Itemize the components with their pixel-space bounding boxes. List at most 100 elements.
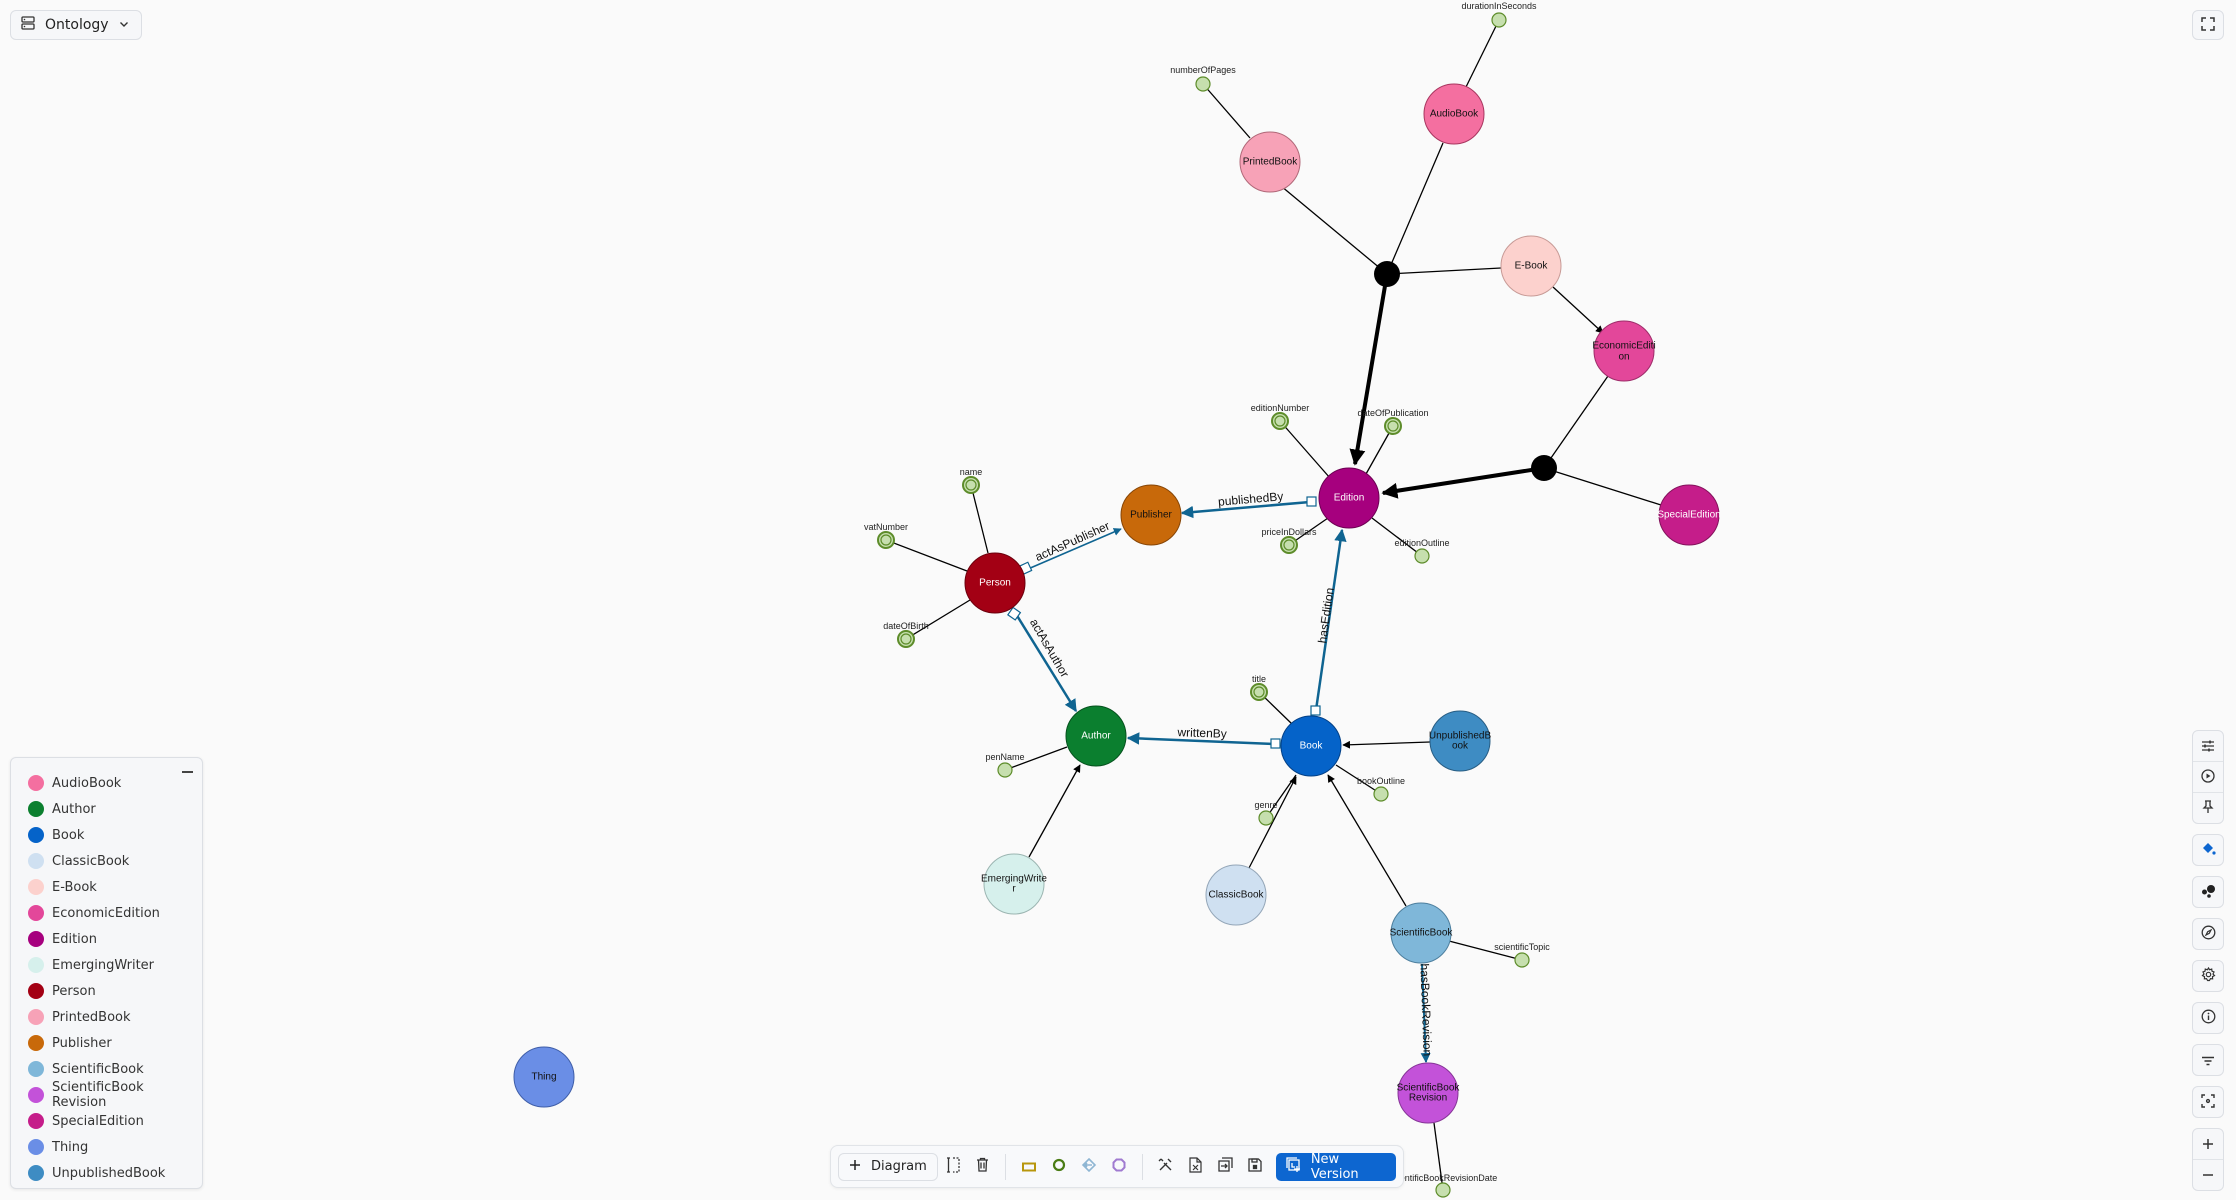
class-node-ebook[interactable]: E-Book <box>1500 235 1562 297</box>
edge-label-hasBookRevision[interactable]: hasBookRevision <box>1417 963 1434 1056</box>
play-simulation-button[interactable] <box>2193 761 2223 792</box>
legend-item[interactable]: ScientificBook <box>28 1056 202 1082</box>
class-node-classicbook[interactable]: ClassicBook <box>1205 864 1267 926</box>
select-region-button[interactable] <box>938 1152 968 1182</box>
legend-item[interactable]: Author <box>28 796 202 822</box>
legend-item[interactable]: ClassicBook <box>28 848 202 874</box>
database-icon <box>21 16 35 34</box>
legend-item[interactable]: SpecialEdition <box>28 1108 202 1134</box>
attribute-node-vatNumber[interactable] <box>877 531 895 549</box>
clusters-button[interactable] <box>2193 877 2223 907</box>
legend-item[interactable]: Thing <box>28 1134 202 1160</box>
attribute-node-title[interactable] <box>1250 683 1268 701</box>
class-node-specialedition[interactable]: SpecialEdition <box>1657 484 1721 546</box>
info-button[interactable] <box>2193 1003 2223 1033</box>
add-relation-button[interactable] <box>1074 1152 1104 1182</box>
attribute-node-scientificBookRevisionDate[interactable] <box>1435 1182 1451 1198</box>
attribute-label: numberOfPages <box>1170 65 1236 75</box>
class-node-publisher[interactable]: Publisher <box>1120 484 1182 546</box>
attribute-node-durationInSeconds[interactable] <box>1491 12 1507 28</box>
attribute-node-dateOfBirth[interactable] <box>897 630 915 648</box>
add-union-button[interactable] <box>1104 1152 1134 1182</box>
class-node-person[interactable]: Person <box>964 552 1026 614</box>
import-button[interactable] <box>1210 1152 1240 1182</box>
right-toolbar-info <box>2192 1002 2224 1034</box>
svg-text:ScientificBook: ScientificBook <box>1390 928 1454 939</box>
graph-settings-button[interactable] <box>2193 731 2223 761</box>
legend-item-label: ClassicBook <box>52 853 130 869</box>
class-node-emergingwriter[interactable]: EmergingWriter <box>981 853 1047 915</box>
class-node-book[interactable]: Book <box>1280 715 1342 777</box>
add-diagram-button[interactable]: Diagram <box>838 1152 938 1181</box>
legend-item[interactable]: ScientificBook Revision <box>28 1080 202 1110</box>
fit-to-screen-button[interactable] <box>2193 1087 2223 1117</box>
attribute-node-numberOfPages[interactable] <box>1195 76 1211 92</box>
attribute-node-bookOutline[interactable] <box>1373 786 1389 802</box>
info-icon <box>2201 1009 2216 1028</box>
legend-color-dot <box>28 775 44 791</box>
edge-label-actAsPublisher[interactable]: actAsPublisher <box>1033 519 1112 564</box>
settings-button[interactable] <box>2193 961 2223 991</box>
legend-collapse-button[interactable] <box>180 766 194 778</box>
zoom-out-button[interactable] <box>2193 1159 2223 1190</box>
excel-export-button[interactable] <box>1180 1152 1210 1182</box>
attribute-node-scientificTopic[interactable] <box>1514 952 1530 968</box>
legend-item[interactable]: AudioBook <box>28 770 202 796</box>
fullscreen-button[interactable] <box>2192 10 2224 40</box>
color-button[interactable] <box>2193 835 2223 865</box>
legend-item-label: E-Book <box>52 879 97 895</box>
class-node-author[interactable]: Author <box>1065 705 1127 767</box>
edge-label-hasEdition[interactable]: hasEdition <box>1315 587 1337 644</box>
attribute-node-editionOutline[interactable] <box>1414 548 1430 564</box>
legend-item[interactable]: Edition <box>28 926 202 952</box>
legend-item[interactable]: UnpublishedBook <box>28 1160 202 1186</box>
attribute-node-priceInDollars[interactable] <box>1280 536 1298 554</box>
edge-label-publishedBy[interactable]: publishedBy <box>1217 489 1283 509</box>
class-node-thing[interactable]: Thing <box>513 1046 575 1108</box>
class-node-unpublishedbook[interactable]: UnpublishedBook <box>1429 710 1492 772</box>
attribute-node-dateOfPublication[interactable] <box>1384 417 1402 435</box>
union-node[interactable] <box>1531 455 1557 481</box>
class-node-scientificbook[interactable]: ScientificBook <box>1390 902 1454 964</box>
save-button[interactable] <box>1240 1152 1270 1182</box>
edge-label-writtenBy[interactable]: writtenBy <box>1176 725 1227 741</box>
add-node-button[interactable] <box>1044 1152 1074 1182</box>
rectangle-icon <box>1022 1157 1037 1176</box>
attribute-node-name[interactable] <box>962 476 980 494</box>
class-node-edition[interactable]: Edition <box>1318 467 1380 529</box>
navigate-button[interactable] <box>2193 919 2223 949</box>
delete-button[interactable] <box>968 1152 998 1182</box>
legend-item[interactable]: Publisher <box>28 1030 202 1056</box>
svg-text:Book: Book <box>1300 741 1324 752</box>
fullscreen-icon <box>2201 16 2215 35</box>
svg-text:Edition: Edition <box>1334 493 1365 504</box>
attribute-node-editionNumber[interactable] <box>1271 412 1289 430</box>
legend-item[interactable]: Person <box>28 978 202 1004</box>
attribute-node-genre[interactable] <box>1258 810 1274 826</box>
legend-item[interactable]: E-Book <box>28 874 202 900</box>
zoom-in-button[interactable] <box>2193 1129 2223 1159</box>
class-node-audiobook[interactable]: AudioBook <box>1423 83 1485 145</box>
ontology-selector[interactable]: Ontology <box>10 10 142 40</box>
legend-item[interactable]: EmergingWriter <box>28 952 202 978</box>
new-version-button[interactable]: New Version <box>1275 1152 1396 1182</box>
class-node-printedbook[interactable]: PrintedBook <box>1239 131 1301 193</box>
add-class-button[interactable] <box>1014 1152 1044 1182</box>
class-node-economicedition[interactable]: EconomicEdition <box>1592 320 1656 382</box>
attribute-label: dateOfBirth <box>883 621 929 631</box>
attribute-node-penName[interactable] <box>997 762 1013 778</box>
legend-item[interactable]: EconomicEdition <box>28 900 202 926</box>
legend-item[interactable]: Book <box>28 822 202 848</box>
filter-button[interactable] <box>2193 1045 2223 1075</box>
object-property-edges <box>1014 500 1431 1063</box>
tools-button[interactable] <box>1151 1152 1181 1182</box>
paint-bucket-icon <box>2201 841 2216 860</box>
attribute-label: durationInSeconds <box>1461 1 1537 11</box>
union-node[interactable] <box>1374 261 1400 287</box>
legend-item[interactable]: PrintedBook <box>28 1004 202 1030</box>
legend-item-label: Thing <box>52 1139 89 1155</box>
svg-text:Revision: Revision <box>1409 1093 1447 1104</box>
pin-button[interactable] <box>2193 792 2223 823</box>
